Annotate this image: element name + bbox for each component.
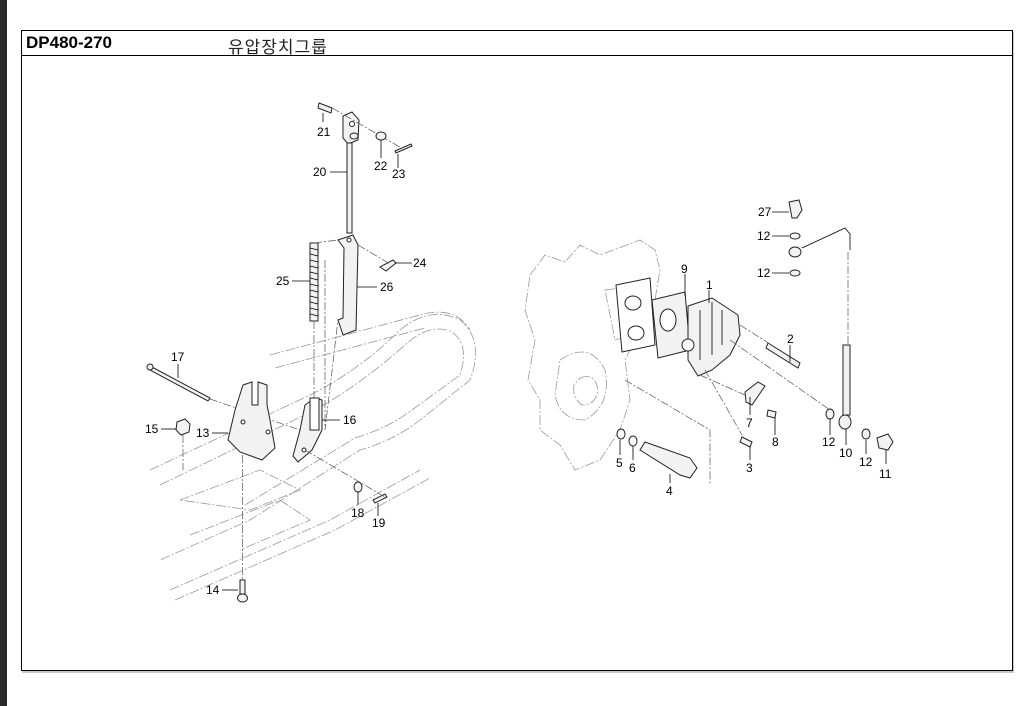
callout-16: 16 xyxy=(343,413,357,427)
callout-3: 3 xyxy=(746,461,753,475)
header-bar: DP480-270 유압장치그룹 xyxy=(22,31,1012,58)
chassis-frame-outline xyxy=(149,311,476,601)
control-rod-assembly xyxy=(309,102,413,431)
part-3-bolt xyxy=(739,436,753,448)
callout-19: 19 xyxy=(372,516,386,530)
part-12-washer-top xyxy=(789,232,801,240)
callout-21: 21 xyxy=(317,125,331,139)
callout-15: 15 xyxy=(145,422,159,436)
callout-26: 26 xyxy=(380,280,394,294)
engine-housing-outline xyxy=(524,239,661,471)
part-20-rod xyxy=(346,142,353,234)
callout-13: 13 xyxy=(196,426,210,440)
callout-7: 7 xyxy=(746,416,753,430)
part-7-cover-plate xyxy=(744,381,766,406)
callout-1: 1 xyxy=(706,278,713,292)
callout-4: 4 xyxy=(666,484,673,498)
callout-22: 22 xyxy=(374,159,388,173)
pressure-line-assembly xyxy=(788,199,894,451)
part-10-pipe xyxy=(842,344,851,416)
banjo-fitting-top xyxy=(788,246,802,258)
part-6-o-ring xyxy=(628,435,638,447)
callout-17: 17 xyxy=(171,350,185,364)
part-21-pin xyxy=(317,102,333,114)
callout-leaders xyxy=(161,113,887,591)
part-13-bracket xyxy=(227,381,276,461)
callout-2: 2 xyxy=(787,332,794,346)
part-12-washer-left xyxy=(825,408,835,420)
callout-24: 24 xyxy=(413,256,427,270)
part-26-bracket xyxy=(337,234,359,336)
part-1-pump-body xyxy=(687,297,741,377)
callout-6: 6 xyxy=(629,461,636,475)
callout-labels: 21 22 23 20 24 25 26 17 15 13 16 18 19 1… xyxy=(145,125,892,597)
callout-10: 10 xyxy=(839,446,853,460)
window-edge-strip xyxy=(0,0,7,706)
part-14-bolt xyxy=(239,579,246,595)
part-8-bolt xyxy=(766,409,777,419)
callout-25: 25 xyxy=(276,274,290,288)
callout-12-top: 12 xyxy=(757,229,771,243)
part-11-banjo-bolt xyxy=(876,433,894,451)
part-4-shaft xyxy=(639,441,698,479)
part-24-clip xyxy=(379,259,397,272)
part-2-bolt xyxy=(765,342,801,369)
hydraulic-pump-assembly xyxy=(615,277,831,485)
callout-18: 18 xyxy=(351,506,365,520)
part-17-bolt xyxy=(147,365,211,402)
callout-8: 8 xyxy=(772,435,779,449)
callout-9: 9 xyxy=(681,262,688,276)
callout-27: 27 xyxy=(758,205,772,219)
callout-12-right: 12 xyxy=(859,455,873,469)
callout-20: 20 xyxy=(313,165,327,179)
part-22-washer xyxy=(375,131,387,141)
callout-23: 23 xyxy=(392,167,406,181)
callout-11: 11 xyxy=(879,467,892,481)
part-group-title: 유압장치그룹 xyxy=(228,38,328,58)
part-12-washer-mid xyxy=(789,269,801,277)
part-group-code: DP480-270 xyxy=(26,33,113,52)
part-10-banjo-fitting xyxy=(838,414,852,430)
part-18-washer xyxy=(353,481,363,493)
callout-12-left: 12 xyxy=(822,435,836,449)
part-5-o-ring xyxy=(616,428,626,440)
diagram-frame: DP480-270 유압장치그룹 xyxy=(21,30,1013,671)
part-12-washer-right xyxy=(861,428,871,440)
callout-12-mid: 12 xyxy=(757,266,771,280)
part-15-nut xyxy=(175,418,191,436)
callout-14: 14 xyxy=(206,583,220,597)
callout-5: 5 xyxy=(616,456,623,470)
mount-bracket-assembly xyxy=(146,363,388,603)
part-23-cotter-pin xyxy=(394,143,413,154)
part-27-banjo-bolt xyxy=(788,199,803,219)
part-20-clevis xyxy=(342,111,360,145)
